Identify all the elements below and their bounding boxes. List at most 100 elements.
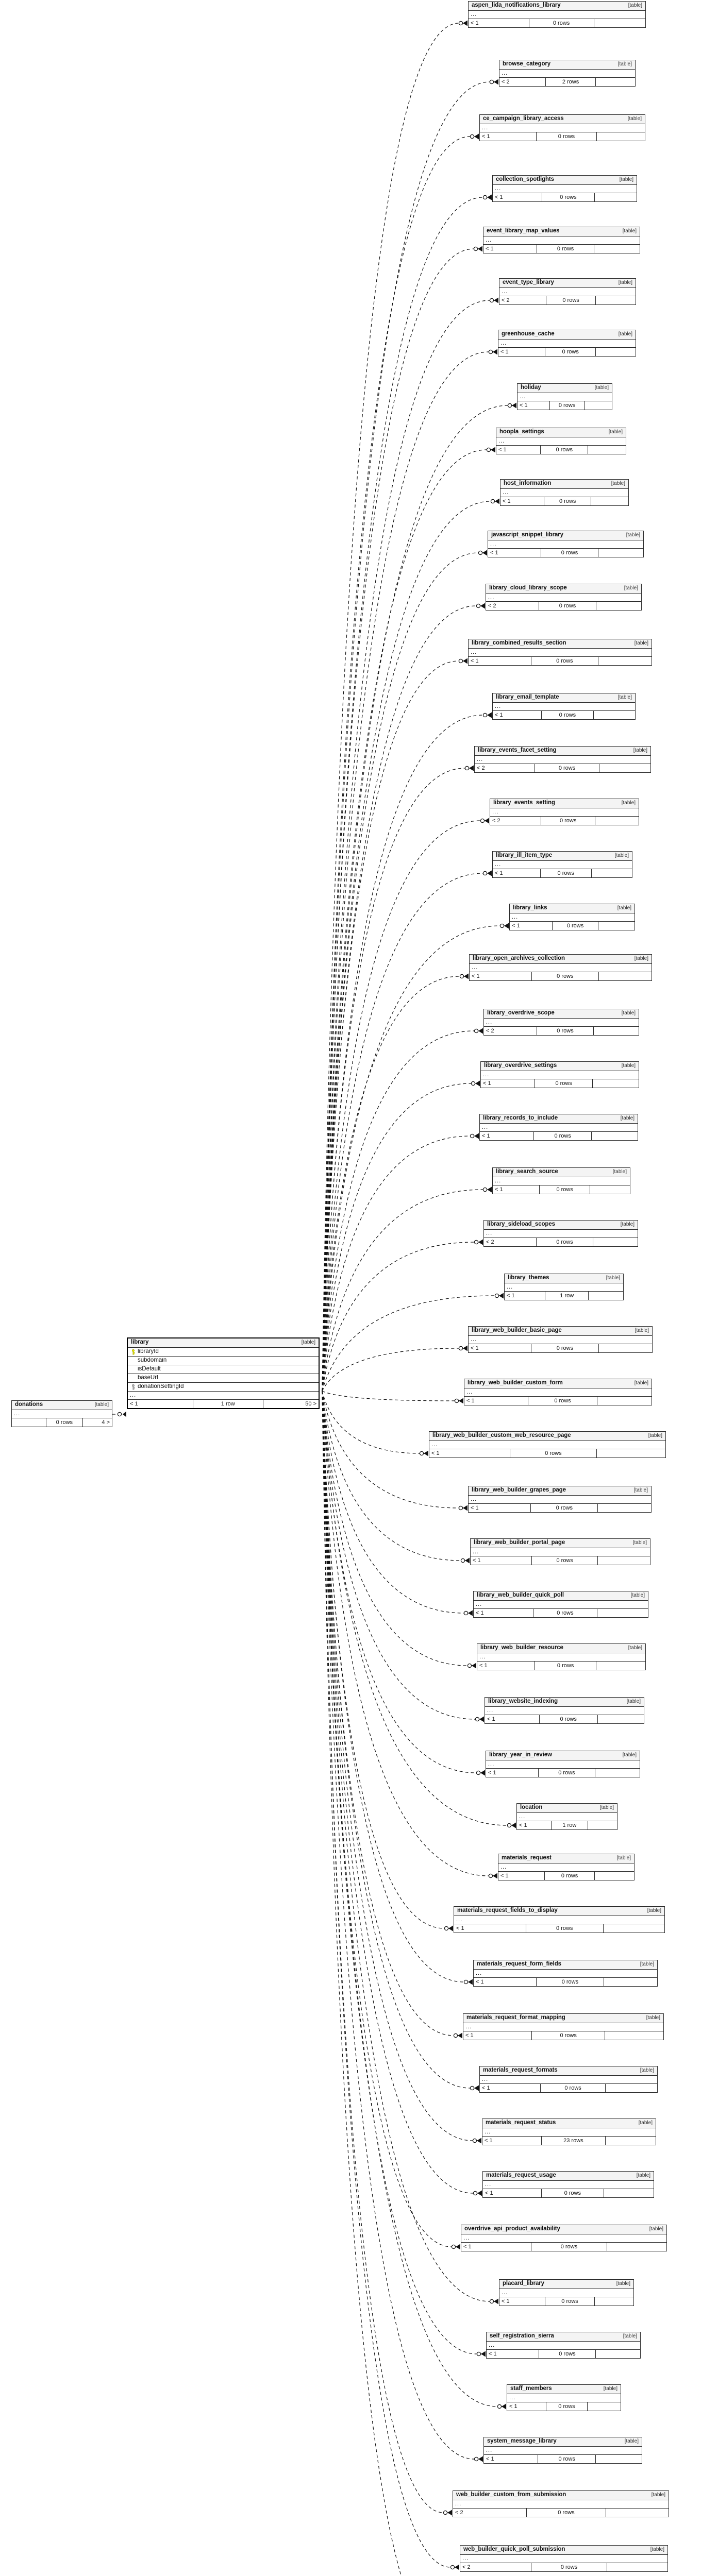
collapsed-columns-indicator[interactable]: ... [484,2447,642,2455]
related-table-node[interactable]: library_events_facet_setting[table]...< … [474,746,651,773]
related-table-node[interactable]: library_web_builder_basic_page[table]...… [468,1326,653,1353]
collapsed-columns-indicator[interactable]: ... [474,1970,657,1978]
related-table-node[interactable]: library_web_builder_quick_poll[table]...… [473,1591,648,1618]
collapsed-columns-indicator[interactable]: ... [480,124,645,132]
related-table-node[interactable]: library_web_builder_resource[table]...< … [477,1643,646,1670]
collapsed-columns-indicator[interactable]: ... [517,393,612,401]
collapsed-columns-indicator[interactable]: ... [486,1760,640,1769]
collapsed-columns-indicator[interactable]: ... [128,1392,319,1400]
table-column[interactable]: libraryId [128,1348,319,1357]
collapsed-columns-indicator[interactable]: ... [483,2181,654,2189]
related-table-node[interactable]: web_builder_custom_from_submission[table… [453,2490,669,2517]
collapsed-columns-indicator[interactable]: ... [475,756,650,764]
collapsed-columns-indicator[interactable]: ... [490,808,639,817]
collapsed-columns-indicator[interactable]: ... [484,1019,639,1027]
related-table-node[interactable]: library_web_builder_custom_form[table]..… [464,1379,652,1405]
collapsed-columns-indicator[interactable]: ... [498,340,636,348]
collapsed-columns-indicator[interactable]: ... [469,1336,652,1344]
collapsed-columns-indicator[interactable]: ... [487,2342,640,2350]
collapsed-columns-indicator[interactable]: ... [469,1496,651,1504]
collapsed-columns-indicator[interactable]: ... [464,1388,652,1397]
collapsed-columns-indicator[interactable]: ... [461,2234,666,2243]
collapsed-columns-indicator[interactable]: ... [469,11,645,19]
table-column[interactable]: subdomain [128,1357,319,1365]
table-column[interactable]: isDefault [128,1365,319,1374]
collapsed-columns-indicator[interactable]: ... [507,2394,621,2402]
collapsed-columns-indicator[interactable]: ... [499,70,635,78]
table-column[interactable]: baseUrl [128,1374,319,1383]
collapsed-columns-indicator[interactable]: ... [429,1441,665,1449]
collapsed-columns-indicator[interactable]: ... [485,1707,644,1715]
collapsed-columns-indicator[interactable]: ... [493,861,632,869]
collapsed-columns-indicator[interactable]: ... [505,1283,623,1292]
collapsed-columns-indicator[interactable]: ... [493,1177,630,1185]
table-column[interactable]: donationSettingId [128,1383,319,1392]
collapsed-columns-indicator[interactable]: ... [483,236,640,245]
related-table-node[interactable]: materials_request_fields_to_display[tabl… [454,1906,665,1933]
collapsed-columns-indicator[interactable]: ... [480,2076,657,2084]
collapsed-columns-indicator[interactable]: ... [488,540,643,549]
collapsed-columns-indicator[interactable]: ... [510,913,634,922]
collapsed-columns-indicator[interactable]: ... [470,964,652,972]
collapsed-columns-indicator[interactable]: ... [12,1410,112,1418]
collapsed-columns-indicator[interactable]: ... [460,2555,667,2563]
collapsed-columns-indicator[interactable]: ... [496,437,626,446]
related-table-node[interactable]: library_open_archives_collection[table].… [469,954,652,981]
related-table-node[interactable]: library_web_builder_grapes_page[table]..… [468,1486,652,1513]
related-table-node[interactable]: library_web_builder_custom_web_resource_… [429,1431,666,1458]
related-table-node[interactable]: library_web_builder_portal_page[table]..… [470,1538,650,1565]
related-table-node[interactable]: overdrive_api_product_availability[table… [461,2225,667,2251]
collapsed-columns-indicator[interactable]: ... [482,2128,656,2137]
related-table-node[interactable]: web_builder_quick_poll_submission[table]… [460,2545,668,2572]
collapsed-columns-indicator[interactable]: ... [493,185,637,193]
collapsed-columns-indicator[interactable]: ... [499,2289,633,2297]
collapsed-columns-indicator[interactable]: ... [499,288,636,296]
collapsed-columns-indicator[interactable]: ... [453,2500,669,2509]
collapsed-columns-indicator[interactable]: ... [463,2023,663,2031]
collapsed-columns-indicator[interactable]: ... [454,1916,664,1924]
collapsed-columns-indicator[interactable]: ... [498,1863,634,1872]
related-table-node[interactable]: library_cloud_library_scope[table]...< 2… [486,584,642,611]
collapsed-columns-indicator[interactable]: ... [493,703,635,711]
collapsed-columns-indicator[interactable]: ... [486,594,641,602]
related-table-node[interactable]: materials_request_form_fields[table]...<… [473,1960,658,1987]
collapsed-columns-indicator[interactable]: ... [517,1813,617,1821]
related-table-node[interactable]: materials_request_format_mapping[table].… [463,2013,664,2040]
collapsed-columns-indicator[interactable]: ... [480,1124,638,1132]
related-table-node[interactable]: library_combined_results_section[table].… [468,639,652,666]
collapsed-columns-indicator[interactable]: ... [500,489,628,497]
collapsed-columns-indicator[interactable]: ... [484,1230,638,1238]
